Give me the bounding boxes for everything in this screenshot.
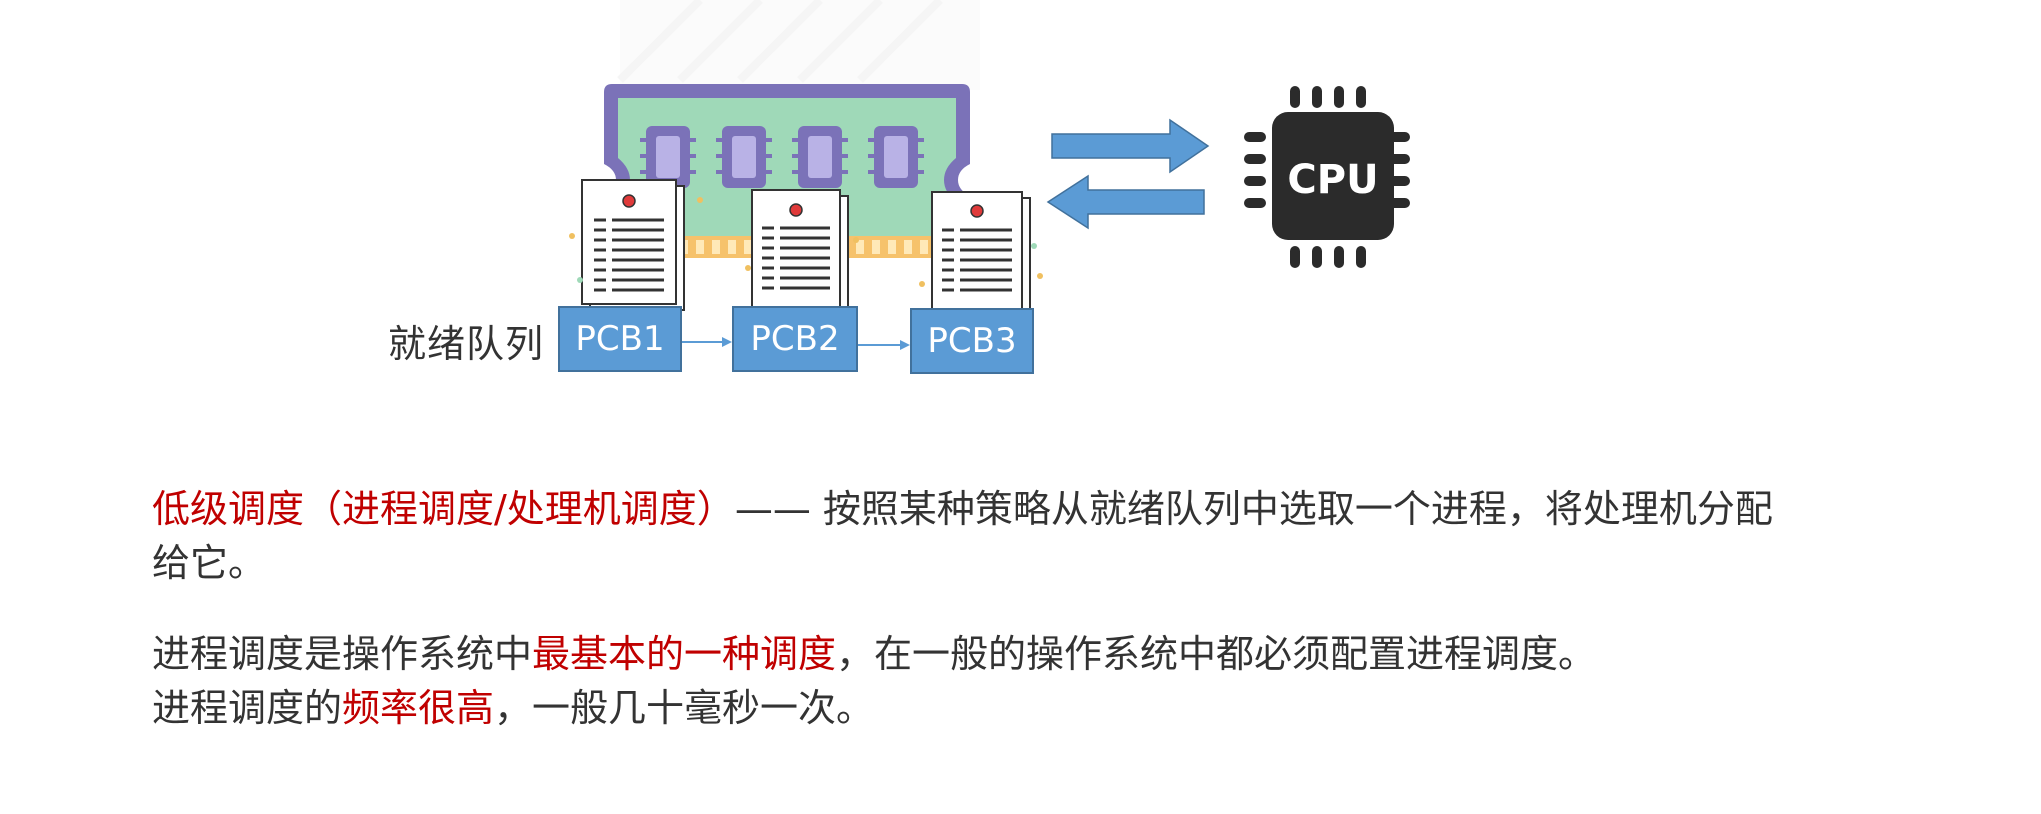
definition-line-2: 给它。 — [152, 541, 267, 585]
queue-link-arrow-2 — [858, 340, 910, 350]
characteristic-line-1: 进程调度是操作系统中最基本的一种调度，在一般的操作系统中都必须配置进程调度。 — [152, 627, 1596, 681]
memory-module-icon — [604, 84, 970, 258]
definition-line-1: 低级调度（进程调度/处理机调度）—— 按照某种策略从就绪队列中选取一个进程，将处… — [152, 482, 1773, 536]
low-level-scheduling-term: 低级调度（进程调度/处理机调度） — [152, 487, 735, 531]
memory-background-hatch — [617, 0, 980, 90]
pcb-document-icon-1 — [581, 179, 685, 311]
pcb-box-3: PCB3 — [910, 308, 1034, 374]
characteristic-line-2: 进程调度的频率很高，一般几十毫秒一次。 — [152, 681, 1596, 735]
characteristic-1-suffix: ，在一般的操作系统中都必须配置进程调度。 — [836, 632, 1597, 676]
pcb-document-icon-3 — [931, 191, 1031, 317]
ready-queue-label: 就绪队列 — [388, 322, 545, 366]
most-basic-highlight: 最基本的一种调度 — [532, 632, 837, 676]
definition-paragraph: 低级调度（进程调度/处理机调度）—— 按照某种策略从就绪队列中选取一个进程，将处… — [152, 482, 1773, 590]
definition-text: —— 按照某种策略从就绪队列中选取一个进程，将处理机分配 — [734, 487, 1773, 531]
cpu-label: CPU — [1287, 157, 1378, 203]
characteristics-paragraph: 进程调度是操作系统中最基本的一种调度，在一般的操作系统中都必须配置进程调度。 进… — [152, 627, 1596, 735]
cpu-chip-icon: CPU — [1244, 86, 1410, 268]
pcb-document-icon-2 — [751, 189, 849, 315]
characteristic-2-suffix: ，一般几十毫秒一次。 — [494, 686, 875, 730]
from-cpu-arrow-icon — [1046, 174, 1205, 230]
queue-link-arrow-1 — [682, 337, 732, 347]
characteristic-2-prefix: 进程调度的 — [152, 686, 343, 730]
sparkle-decorations — [569, 197, 1043, 287]
pcb-box-1: PCB1 — [558, 306, 682, 372]
characteristic-1-prefix: 进程调度是操作系统中 — [152, 632, 533, 676]
pcb-box-2: PCB2 — [732, 306, 858, 372]
to-cpu-arrow-icon — [1051, 118, 1210, 174]
high-frequency-highlight: 频率很高 — [342, 686, 495, 730]
